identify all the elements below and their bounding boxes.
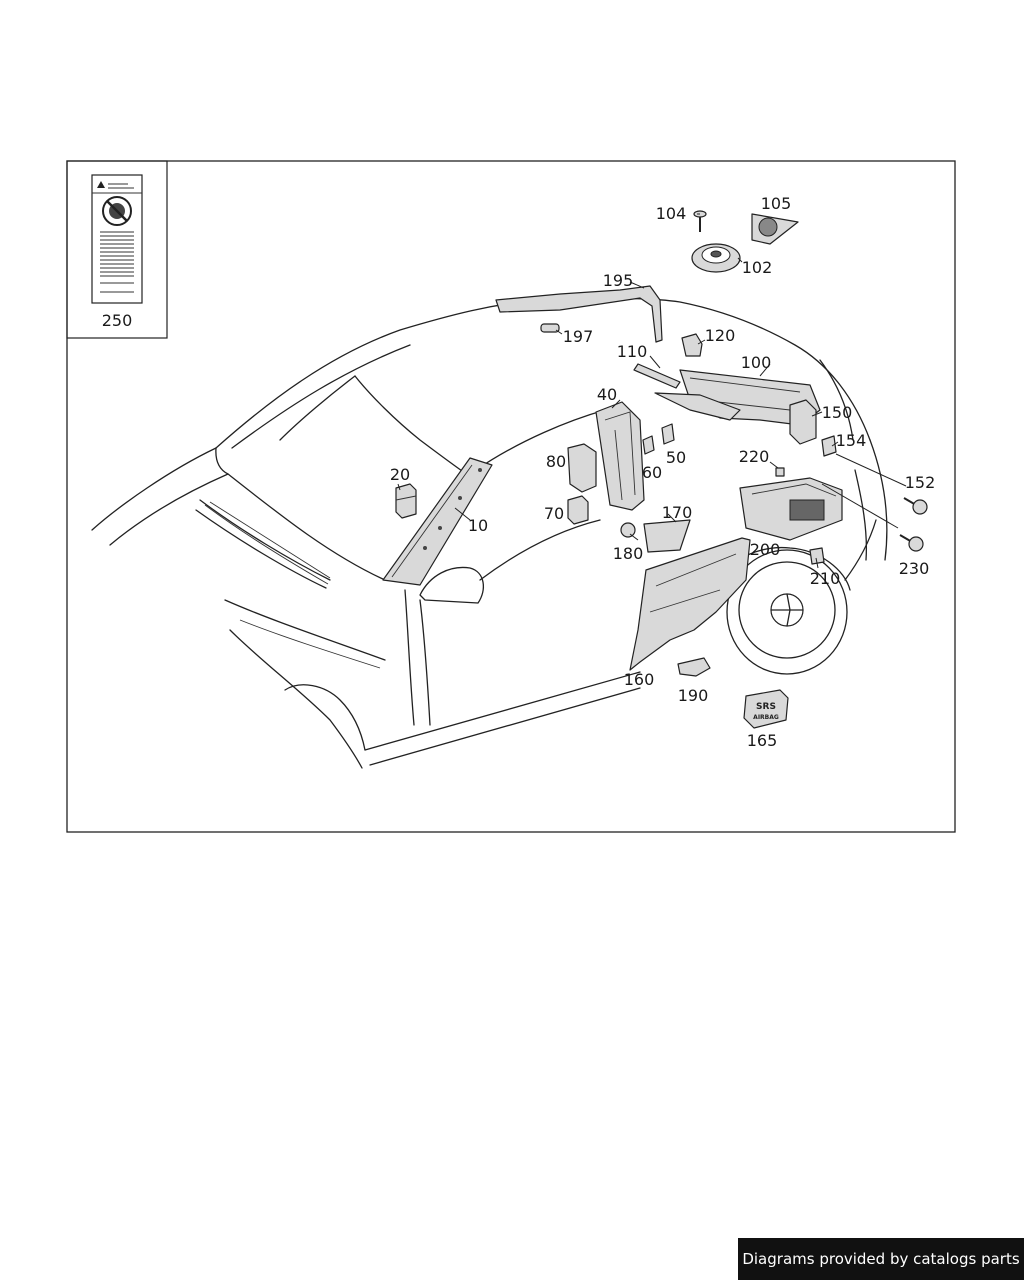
part-230-screw [899, 534, 924, 552]
label-180: 180 [613, 544, 644, 563]
label-200: 200 [750, 540, 781, 559]
label-110: 110 [617, 342, 648, 361]
label-195: 195 [603, 271, 634, 290]
label-70: 70 [544, 504, 564, 523]
label-210: 210 [810, 569, 841, 588]
part-50-clip [661, 423, 675, 445]
part-200-control-unit [739, 477, 843, 541]
label-104: 104 [656, 204, 687, 223]
part-195-roof-trim [495, 285, 663, 343]
part-210-clip [809, 547, 825, 565]
label-197: 197 [563, 327, 594, 346]
part-70-bracket [567, 495, 589, 525]
label-102: 102 [742, 258, 773, 277]
footer-credit[interactable]: Diagrams provided by catalogs parts [738, 1238, 1024, 1280]
part-105-speaker-grille [751, 213, 799, 245]
part-80-bracket [567, 443, 597, 493]
label-220: 220 [739, 447, 770, 466]
part-154-clip [821, 435, 837, 457]
label-170: 170 [662, 503, 693, 522]
label-152: 152 [905, 473, 936, 492]
label-250: 250 [102, 311, 133, 330]
part-120-bracket [681, 333, 703, 357]
part-150-bracket [789, 399, 817, 445]
part-180-clip [620, 522, 636, 538]
part-165-srs-badge: SRS AIRBAG [743, 689, 789, 729]
label-20: 20 [390, 465, 410, 484]
part-190-bracket [677, 657, 711, 677]
car-outline [91, 297, 888, 769]
part-102-speaker [691, 243, 741, 273]
label-100: 100 [741, 353, 772, 372]
part-20-bracket [395, 483, 417, 519]
rear-wheel [738, 561, 836, 659]
part-40-b-pillar-trim [595, 401, 645, 511]
label-120: 120 [705, 326, 736, 345]
label-50: 50 [666, 448, 686, 467]
srs-badge-line2: AIRBAG [753, 714, 779, 721]
leader-lines [397, 213, 907, 569]
label-190: 190 [678, 686, 709, 705]
label-60: 60 [642, 463, 662, 482]
part-220-nut [775, 467, 785, 477]
inset-box-250 [66, 160, 168, 339]
part-10-a-pillar-trim [382, 457, 493, 586]
label-150: 150 [822, 403, 853, 422]
warning-sticker-icon [91, 174, 143, 304]
part-160-side-trim [629, 537, 751, 671]
diagram-frame [66, 160, 956, 833]
label-154: 154 [836, 431, 867, 450]
label-105: 105 [761, 194, 792, 213]
label-80: 80 [546, 452, 566, 471]
part-60-clip [642, 435, 655, 455]
part-197-plug [540, 323, 560, 333]
part-170-cover [643, 519, 691, 553]
label-40: 40 [597, 385, 617, 404]
part-100-rear-trim [654, 369, 821, 426]
part-110-strip [633, 363, 681, 389]
part-152-screw [903, 497, 928, 515]
label-160: 160 [624, 670, 655, 689]
label-10: 10 [468, 516, 488, 535]
label-165: 165 [747, 731, 778, 750]
part-labels: 250 104 105 102 195 197 120 110 100 40 1… [102, 194, 936, 750]
srs-badge-line1: SRS [756, 702, 776, 712]
label-230: 230 [899, 559, 930, 578]
